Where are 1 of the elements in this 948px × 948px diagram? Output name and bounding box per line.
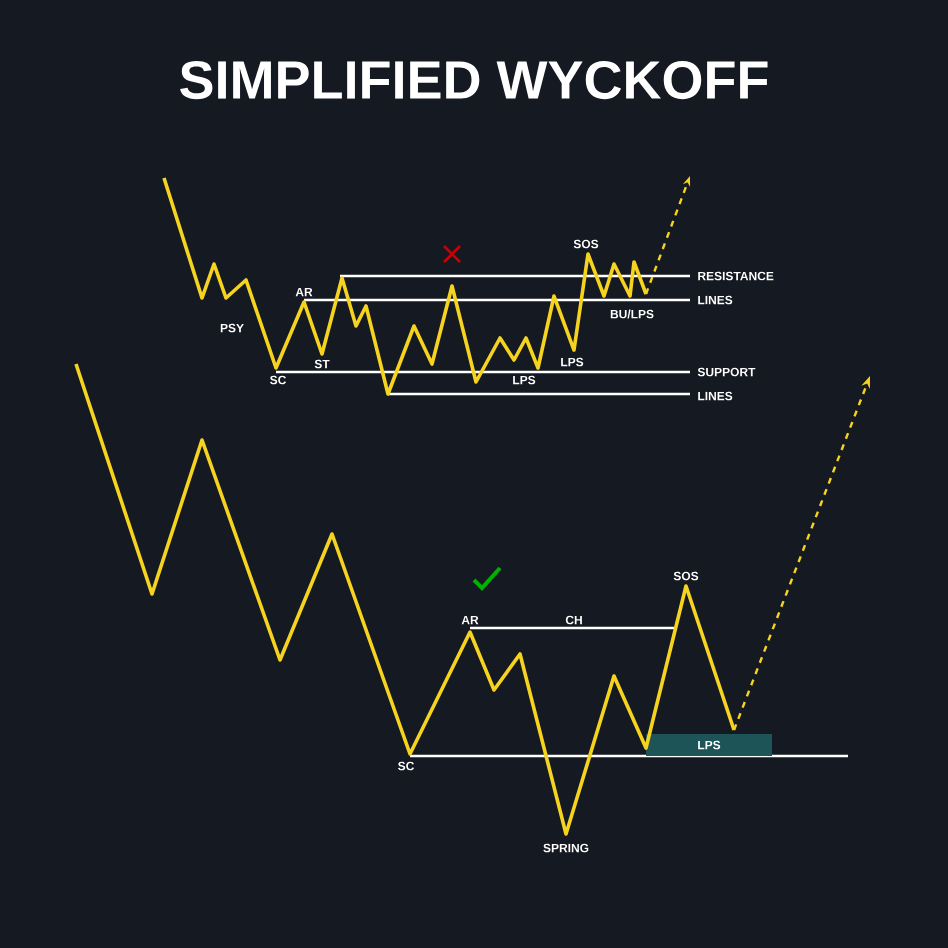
title: SIMPLIFIED WYCKOFF [180, 60, 768, 100]
